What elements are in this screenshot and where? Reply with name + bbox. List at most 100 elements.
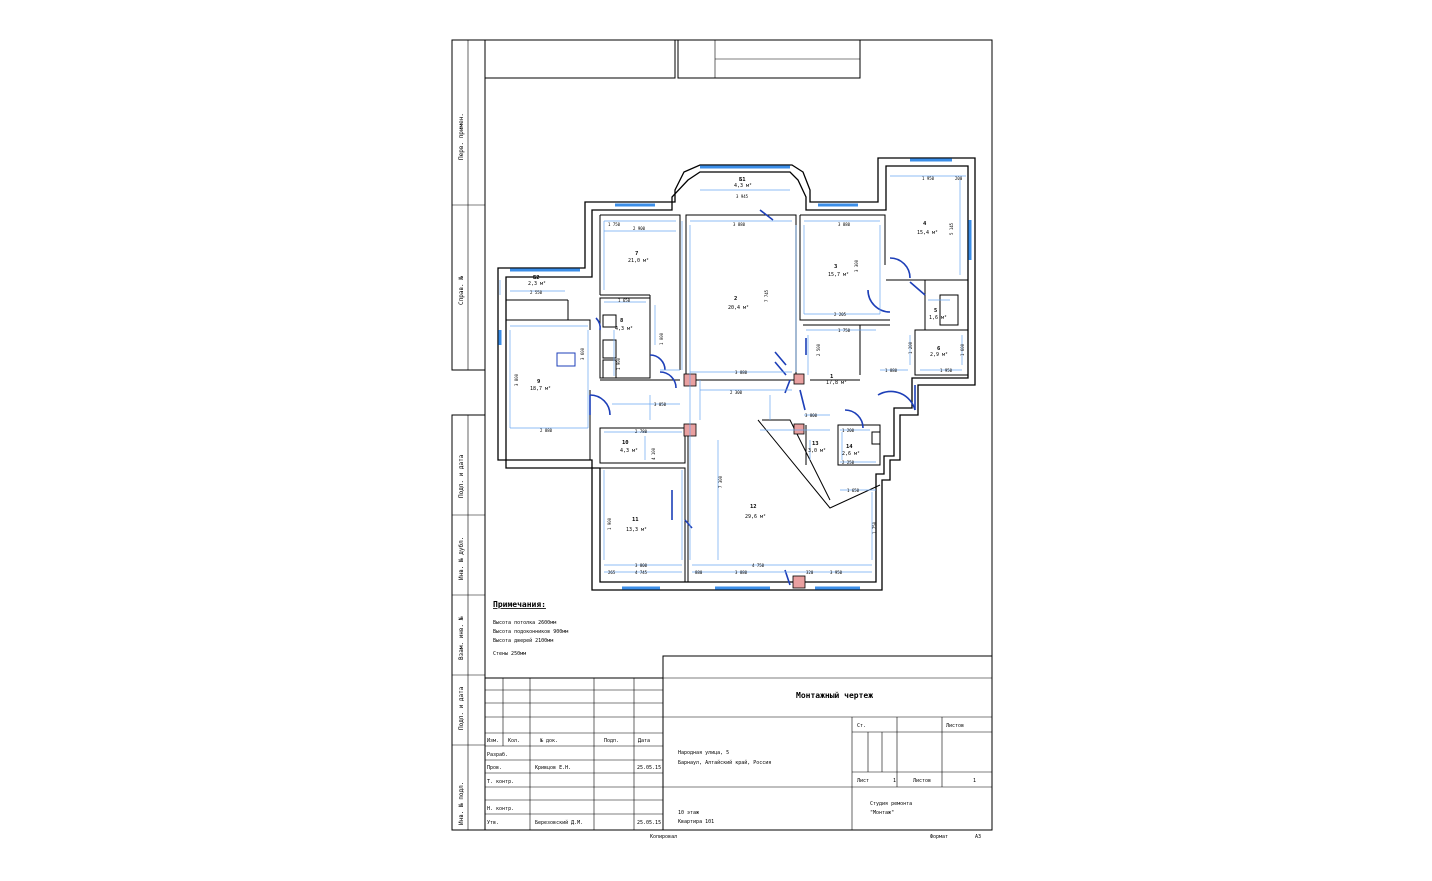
- columns: [683, 373, 806, 589]
- svg-text:3: 3: [834, 264, 837, 270]
- svg-text:21,0 м²: 21,0 м²: [628, 258, 649, 264]
- address-line-1: Народная улица, 5: [678, 750, 729, 756]
- stamp-header-5: Дата: [638, 738, 650, 744]
- dim-label-v: 1 750: [872, 521, 877, 534]
- sheets-header: Листов: [946, 723, 964, 729]
- side-label-2: Справ. №: [458, 276, 465, 305]
- dim-label: 3 880: [735, 370, 748, 375]
- dim-label: 2 880: [540, 428, 553, 433]
- drawing-title: Монтажный чертеж: [796, 691, 873, 700]
- format-label: Формат: [930, 834, 948, 840]
- dim-label: 265: [608, 570, 616, 575]
- dim-label: 3 880: [735, 570, 748, 575]
- room-12: 12 29,6 м²: [745, 504, 766, 520]
- stamp-role: Н. контр.: [487, 806, 514, 812]
- dim-label-v: 7 300: [718, 475, 723, 488]
- side-label-6: Подп. и дата: [458, 686, 465, 730]
- dim-label-v: 1 900: [616, 357, 621, 370]
- svg-text:9: 9: [537, 379, 540, 385]
- balcony-2: Б22,3 м²: [528, 275, 546, 287]
- dim-label: 2 250: [842, 460, 855, 465]
- dim-label: 200: [955, 176, 963, 181]
- dim-label-v: 3 600: [580, 347, 585, 360]
- stage-label: Ст.: [857, 723, 866, 729]
- dim-label-v: 1 600: [960, 343, 965, 356]
- dim-label: 1 880: [885, 368, 898, 373]
- stamp-role: Пров.: [487, 765, 502, 771]
- room-13: 133,0 м²: [808, 441, 826, 454]
- dim-label: 2 780: [635, 429, 648, 434]
- room-7: 721,0 м²: [628, 251, 649, 264]
- svg-text:2: 2: [734, 296, 737, 302]
- room-8: 8 4,3 м²: [615, 318, 633, 332]
- dim-label: 3 800: [635, 563, 648, 568]
- stamp-header-3: № док.: [540, 738, 558, 744]
- notes-heading: Примечания:: [493, 600, 546, 609]
- floor-line-2: Квартира 101: [678, 819, 714, 825]
- dim-label-v: 4 100: [651, 447, 656, 460]
- svg-text:18,7 м²: 18,7 м²: [530, 386, 551, 392]
- dim-label-v: 5 145: [949, 222, 954, 235]
- sheets-label: Листов: [913, 778, 931, 784]
- svg-text:8: 8: [620, 318, 623, 324]
- room-2: 220,4 м²: [728, 296, 749, 311]
- svg-text:2,6 м²: 2,6 м²: [842, 451, 860, 457]
- svg-text:1,6 м²: 1,6 м²: [929, 315, 947, 321]
- dim-label: 3 050: [654, 402, 667, 407]
- dim-label: 1 650: [618, 298, 631, 303]
- stamp-role: Утв.: [487, 820, 499, 826]
- stamp-table: Изм. Кол. № док. Подп. Дата Разраб. Пров…: [484, 677, 664, 831]
- format-value: A3: [975, 834, 981, 840]
- svg-text:3,0 м²: 3,0 м²: [808, 448, 826, 454]
- room-5: 51,6 м²: [929, 308, 947, 321]
- svg-text:29,6 м²: 29,6 м²: [745, 514, 766, 520]
- copied-label: Копировал: [650, 834, 677, 840]
- svg-text:Б1: Б1: [739, 177, 746, 183]
- stamp-header-4: Подп.: [604, 738, 619, 744]
- dim-label: 2 550: [530, 290, 543, 295]
- dim-label-v: 1 000: [659, 332, 664, 345]
- room-3: 315,7 м²: [828, 264, 849, 278]
- company-line-1: Студия ремонта: [870, 801, 912, 807]
- windows: [498, 158, 972, 590]
- room-1: 117,8 м²: [826, 374, 847, 386]
- svg-text:13: 13: [812, 441, 819, 447]
- side-strip-labels: Перв. примен. Справ. № Подп. и дата Инв.…: [458, 113, 465, 825]
- svg-text:10: 10: [622, 440, 629, 446]
- stamp-name: Кривцов Е.Н.: [535, 765, 571, 771]
- room-6: 62,9 м²: [930, 346, 948, 358]
- dim-label: 1 950: [940, 368, 953, 373]
- svg-text:4,3 м²: 4,3 м²: [615, 326, 633, 332]
- room-9: 918,7 м²: [530, 379, 551, 392]
- svg-text:15,4 м²: 15,4 м²: [917, 230, 938, 236]
- svg-text:4,3 м²: 4,3 м²: [734, 183, 752, 189]
- svg-text:17,8 м²: 17,8 м²: [826, 380, 847, 386]
- dim-label: 1 750: [838, 328, 851, 333]
- svg-text:4: 4: [923, 221, 927, 227]
- room-4: 4 15,4 м²: [917, 221, 938, 236]
- stamp-header-1: Изм.: [487, 738, 499, 744]
- stamp-role: Разраб.: [487, 751, 508, 758]
- dim-label: 1 950: [922, 176, 935, 181]
- sheet-footer: Копировал Формат A3: [650, 834, 981, 840]
- svg-text:Б2: Б2: [533, 275, 540, 281]
- note-line-3: Высота дверей 2100мм: [493, 638, 553, 644]
- sheets-value: 1: [973, 778, 976, 784]
- dim-label-v: 1 200: [908, 341, 913, 354]
- svg-text:2,3 м²: 2,3 м²: [528, 281, 546, 287]
- note-line-1: Высота потолка 2600мм: [493, 620, 556, 626]
- svg-text:12: 12: [750, 504, 757, 510]
- exterior-wall: [497, 157, 976, 591]
- sheet-label: Лист: [857, 778, 869, 784]
- svg-text:1: 1: [830, 374, 834, 380]
- svg-text:13,3 м²: 13,3 м²: [626, 527, 647, 533]
- room-14: 142,6 м²: [842, 444, 860, 457]
- stamp-date: 25.05.15: [637, 765, 661, 771]
- dim-label: 2 300: [730, 390, 743, 395]
- floor-line-1: 10 этаж: [678, 810, 699, 816]
- dim-label-v: 3 800: [514, 373, 519, 386]
- svg-text:2,9 м²: 2,9 м²: [930, 352, 948, 358]
- side-label-5: Взам. инв. №: [458, 616, 465, 660]
